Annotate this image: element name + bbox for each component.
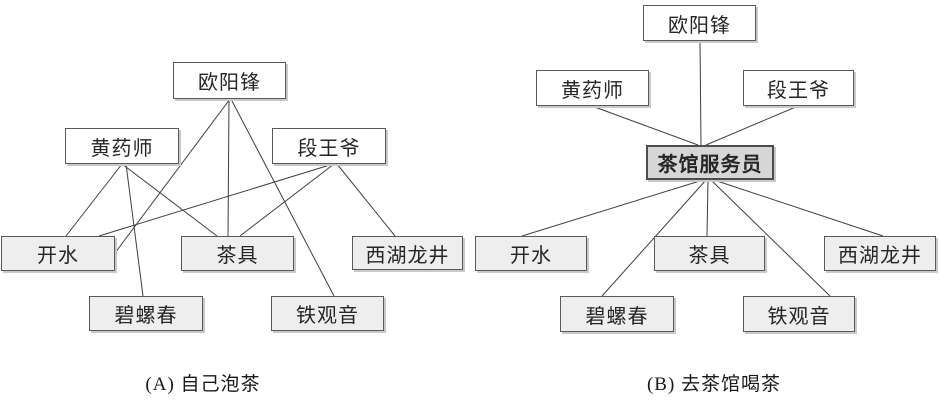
node-b-fuwuyuan: 茶馆服务员 (646, 145, 774, 180)
caption-diagram-b: (B) 去茶馆喝茶 (646, 374, 782, 395)
node-a-chaju: 茶具 (181, 236, 294, 271)
node-b-ouyangfeng: 欧阳锋 (643, 5, 756, 41)
node-b-kaishui: 开水 (475, 236, 587, 271)
edge-a-duanwangye-xihulongjing (336, 163, 396, 237)
edge-a-huangyaoshi-biluochun (125, 163, 144, 297)
edge-b-huangyaoshi-fuwuyuan (591, 105, 699, 146)
edge-b-ouyangfeng-fuwuyuan (699, 40, 702, 146)
node-b-biluochun: 碧螺春 (560, 296, 674, 332)
edge-a-duanwangye-kaishui (98, 163, 334, 237)
edge-b-fuwuyuan-xihulongjing (713, 179, 884, 237)
edge-b-fuwuyuan-kaishui (521, 179, 704, 237)
node-a-ouyangfeng: 欧阳锋 (173, 62, 286, 99)
node-a-huangyaoshi: 黄药师 (65, 128, 179, 164)
node-a-kaishui: 开水 (1, 236, 115, 271)
edge-b-fuwuyuan-chaju (706, 179, 709, 237)
caption-diagram-a: (A) 自己泡茶 (145, 374, 261, 395)
edge-a-ouyangfeng-tieguanyin (230, 98, 335, 297)
edge-a-huangyaoshi-kaishui (65, 163, 123, 237)
node-b-chaju: 茶具 (654, 236, 765, 271)
edge-a-duanwangye-chaju (239, 163, 335, 237)
edge-b-duanwangye-fuwuyuan (705, 105, 799, 146)
node-a-tieguanyin: 铁观音 (271, 296, 384, 331)
edge-a-huangyaoshi-chaju (121, 163, 218, 237)
node-b-xihulongjing: 西湖龙井 (824, 236, 936, 271)
edge-a-ouyangfeng-kaishui (114, 98, 231, 254)
node-a-biluochun: 碧螺春 (89, 296, 203, 331)
edge-b-fuwuyuan-tieguanyin (710, 179, 831, 297)
node-a-duanwangye: 段王爷 (272, 128, 386, 164)
node-b-huangyaoshi: 黄药师 (536, 70, 649, 106)
node-b-tieguanyin: 铁观音 (743, 296, 855, 332)
node-a-xihulongjing: 西湖龙井 (352, 236, 463, 270)
edge-a-ouyangfeng-chaju (227, 98, 230, 237)
node-b-duanwangye: 段王爷 (743, 70, 854, 106)
